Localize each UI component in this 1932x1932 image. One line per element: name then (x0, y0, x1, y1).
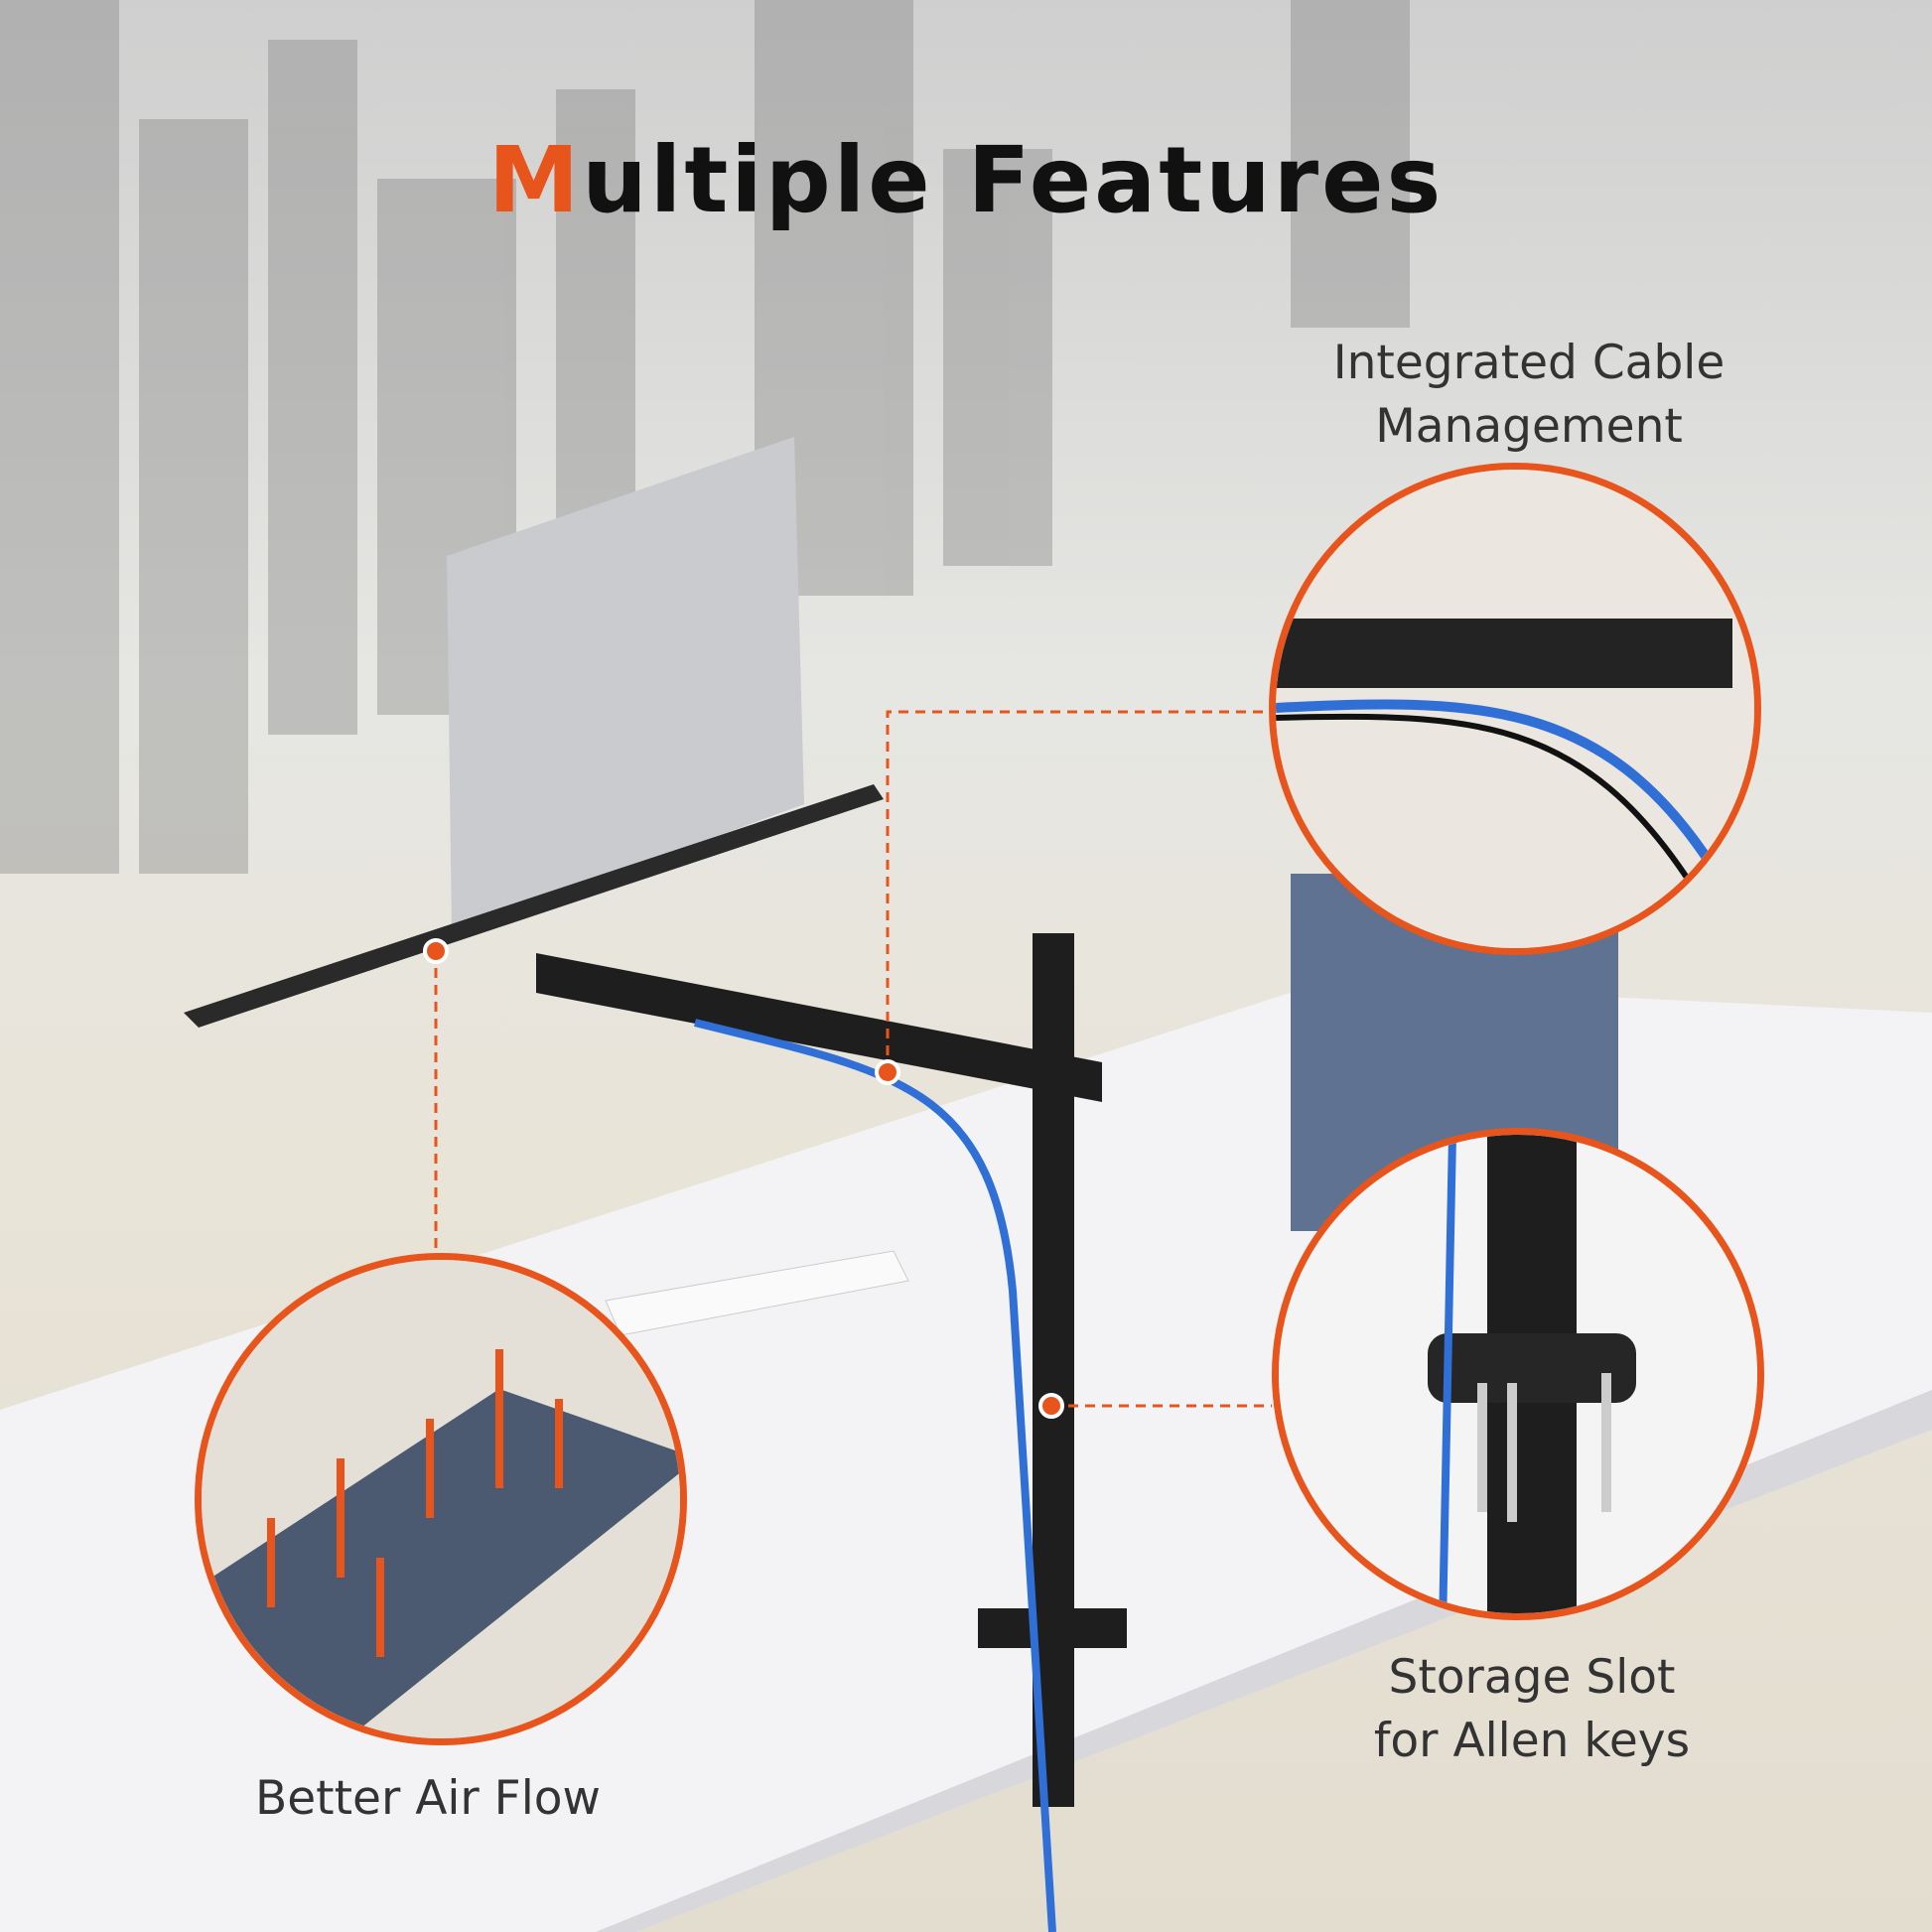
page-title: Multiple Features (0, 127, 1932, 233)
label-line: Integrated Cable (1332, 336, 1725, 390)
detail-cable-management (1269, 463, 1761, 955)
label-air-flow: Better Air Flow (170, 1767, 686, 1831)
cable (694, 1019, 1056, 1932)
label-line: Better Air Flow (255, 1771, 601, 1826)
laptop-tray (184, 784, 884, 1028)
hotspot-cable (875, 1059, 900, 1085)
label-line: for Allen keys (1373, 1714, 1691, 1768)
monitor-arm (536, 953, 1102, 1102)
label-cable-management: Integrated Cable Management (1271, 332, 1787, 459)
label-allen-keys: Storage Slot for Allen keys (1274, 1646, 1790, 1773)
label-line: Storage Slot (1388, 1650, 1676, 1705)
detail-air-flow (195, 1253, 687, 1745)
label-line: Management (1375, 399, 1683, 454)
hotspot-allen (1038, 1393, 1064, 1419)
connector-lines (434, 710, 1272, 1408)
hotspot-tray (423, 938, 449, 964)
laptop (447, 437, 804, 933)
keyboard (605, 1250, 909, 1336)
title-accent: M (487, 127, 583, 233)
title-rest: ultiple Features (582, 127, 1445, 233)
detail-allen-key-storage (1272, 1128, 1764, 1620)
clamp (978, 1608, 1127, 1648)
